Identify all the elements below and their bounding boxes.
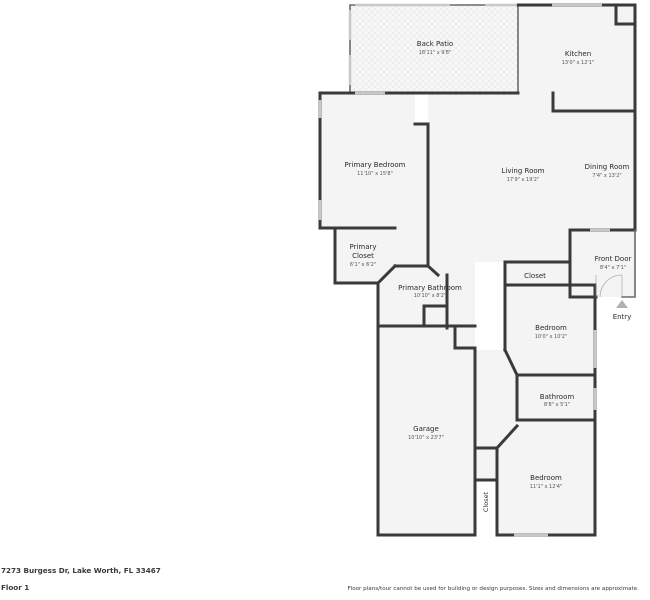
floor-label: Floor 1 [1, 583, 30, 592]
front-door-wall [568, 228, 598, 299]
bathroom-dimensions: 8'8" x 5'1" [544, 402, 570, 408]
living-room-dimensions: 17'9" x 19'2" [507, 177, 540, 183]
kitchen-inner-wall [551, 91, 637, 113]
primary-bedroom-dimensions: 11'10" x 15'8" [357, 171, 393, 177]
bedroom-1-label: Bedroom [535, 324, 567, 332]
bedroom-2-label: Bedroom [530, 474, 562, 482]
primary-bath-wall [376, 281, 477, 537]
room-labels: Back Patio 18'11" x 9'8" Kitchen 13'0" x… [345, 40, 632, 512]
kitchen-label: Kitchen [565, 50, 591, 58]
property-address: 7273 Burgess Dr, Lake Worth, FL 33467 [1, 566, 161, 575]
back-patio-label: Back Patio [417, 40, 453, 48]
door-swing [599, 274, 623, 298]
bathroom-label: Bathroom [540, 393, 575, 401]
closet-upper-label: Closet [524, 272, 546, 280]
floor-fills [320, 5, 635, 535]
walls [318, 3, 637, 537]
lower-wing-floor [475, 285, 595, 535]
primary-closet-dimensions: 6'1" x 6'2" [350, 262, 376, 268]
garage-dimensions: 10'10" x 23'7" [408, 435, 444, 441]
closet-lower-label: Closet [482, 491, 490, 512]
back-patio-dimensions: 18'11" x 9'8" [419, 50, 452, 56]
kitchen-corner-wall [614, 3, 637, 26]
doors [595, 274, 623, 298]
front-door-right-wall [621, 229, 636, 298]
garage-label: Garage [413, 425, 439, 433]
primary-bathroom-label: Primary Bathroom [398, 284, 462, 292]
bedroom-2-wall [495, 418, 597, 537]
primary-bathroom-dimensions: 10'10" x 8'2" [414, 293, 447, 299]
primary-closet-label-line1: Primary [349, 243, 376, 251]
front-door-dimensions: 8'4" x 7'1" [600, 265, 626, 271]
closet-upper-wall [503, 260, 572, 352]
main-floor [320, 5, 635, 350]
primary-bedroom-label: Primary Bedroom [345, 161, 406, 169]
windows [318, 3, 610, 537]
entry-label: Entry [613, 313, 632, 321]
kitchen-dimensions: 13'0" x 12'1" [562, 60, 595, 66]
bedroom-2-dimensions: 11'1" x 12'4" [530, 484, 563, 490]
garage-side-wall [453, 326, 477, 537]
primary-closet-label-line2: Closet [352, 252, 374, 260]
entry-arrow-icon [616, 300, 628, 308]
primary-closet-side-wall [375, 263, 398, 286]
front-door-label: Front Door [595, 255, 632, 263]
bedroom-1-dimensions: 10'0" x 10'2" [535, 334, 568, 340]
bath-fixture-wall [422, 304, 449, 328]
garage-floor [378, 328, 475, 535]
primary-bedroom-partition [413, 122, 441, 278]
disclaimer-text: Floor plans/tour cannot be used for buil… [347, 586, 639, 592]
living-room-label: Living Room [502, 167, 545, 175]
dining-room-dimensions: 7'4" x 13'2" [592, 173, 621, 179]
back-patio-floor [350, 5, 518, 93]
dining-room-label: Dining Room [585, 163, 630, 171]
